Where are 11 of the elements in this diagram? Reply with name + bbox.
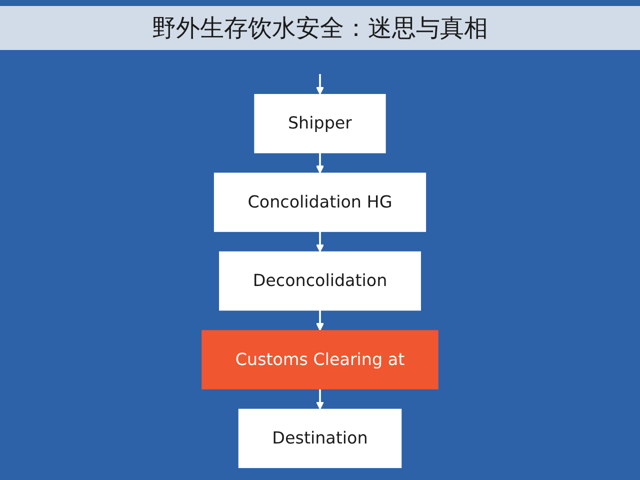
arrow	[316, 310, 324, 331]
process-box: Shipper	[254, 94, 386, 154]
arrow	[316, 231, 324, 252]
arrow	[316, 152, 324, 174]
process-box: Concolidation HG	[214, 172, 426, 232]
process-box: Destination	[238, 408, 402, 468]
process-box: Deconcolidation	[219, 251, 421, 311]
arrow	[316, 388, 324, 410]
arrow	[316, 74, 324, 95]
title-banner: 野外生存饮水安全：迷思与真相	[0, 6, 640, 50]
process-box: Customs Clearing at	[202, 330, 438, 390]
